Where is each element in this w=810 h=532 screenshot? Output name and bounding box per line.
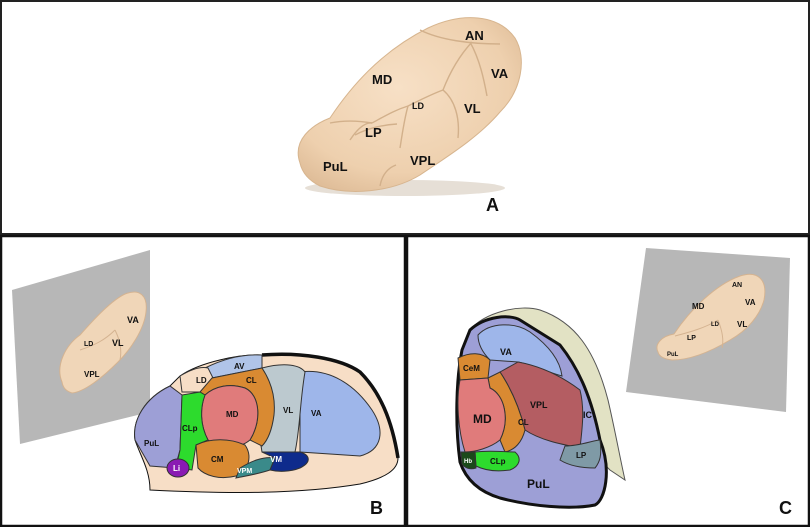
label-c-ic: IC [583,410,593,420]
label-a-lp: LP [365,125,382,140]
label-c-md: MD [473,412,492,426]
label-c-inset-lp: LP [687,335,696,342]
label-b-vm: VM [270,455,282,464]
label-a-ld: LD [412,101,424,111]
label-a-an: AN [465,28,484,43]
label-a-md: MD [372,72,392,87]
label-a-vl: VL [464,101,481,116]
region-b-vm [261,451,309,472]
label-c-vpl: VPL [530,400,548,410]
region-c-va [477,324,563,377]
label-a-va: VA [491,66,509,81]
label-c-inset-pul: PuL [667,352,679,358]
label-b-vpm: VPM [237,468,252,475]
panel-b-letter: B [370,498,383,518]
label-c-pul: PuL [527,477,550,491]
label-b-cl: CL [246,376,257,385]
panel-a-letter: A [486,195,499,215]
label-b-inset-vpl: VPL [84,370,100,379]
label-c-va: VA [500,347,512,357]
label-c-lp: LP [576,451,587,460]
region-c-lp [559,439,602,469]
label-b-va: VA [311,409,322,418]
panel-b-outer-edge [261,352,400,459]
label-c-inset-ld: LD [711,322,720,328]
label-c-cl: CL [518,418,529,427]
label-c-inset-md: MD [692,302,705,311]
label-c-cem: CeM [463,364,480,373]
label-b-md: MD [226,410,239,419]
region-c-cem [457,353,491,381]
label-c-inset-va: VA [745,298,756,307]
label-b-vl: VL [283,406,293,415]
label-c-inset-vl: VL [737,320,747,329]
panel-b-inset-thalamus [59,291,147,394]
panel-c-inset-thalamus [656,273,766,361]
region-c-md [457,377,506,453]
panel-c: AN MD VA LP LD VL PuL VA CeM MD VPL IC C… [405,234,810,528]
panel-c-inset-lines [674,319,724,349]
label-b-inset-ld: LD [84,341,93,348]
label-a-vpl: VPL [410,153,435,168]
region-b-va [299,370,381,457]
label-b-cm: CM [211,455,224,464]
label-b-li: Li [173,464,180,473]
label-b-inset-va: VA [127,315,139,325]
panel-c-letter: C [779,498,792,518]
label-c-clp: CLp [490,457,506,466]
region-c-hb [460,451,477,470]
label-b-ld: LD [196,376,207,385]
region-c-clp [474,450,520,472]
label-a-pul: PuL [323,159,348,174]
label-b-clp: CLp [182,424,198,433]
label-c-hb: Hb [464,459,472,465]
panel-b-inset-lines [79,329,122,361]
label-b-av: AV [234,362,245,371]
region-b-av [204,354,263,379]
region-b-li [166,458,190,478]
panel-b: LD VA VL VPL AV LD CL MD VL [0,234,407,528]
panel-a: AN VA MD LD VL LP PuL VPL A [0,0,810,235]
thalamus-region-lines [329,29,501,187]
label-b-pul: PuL [144,439,159,448]
label-b-inset-vl: VL [112,338,124,348]
label-c-inset-an: AN [732,282,742,289]
